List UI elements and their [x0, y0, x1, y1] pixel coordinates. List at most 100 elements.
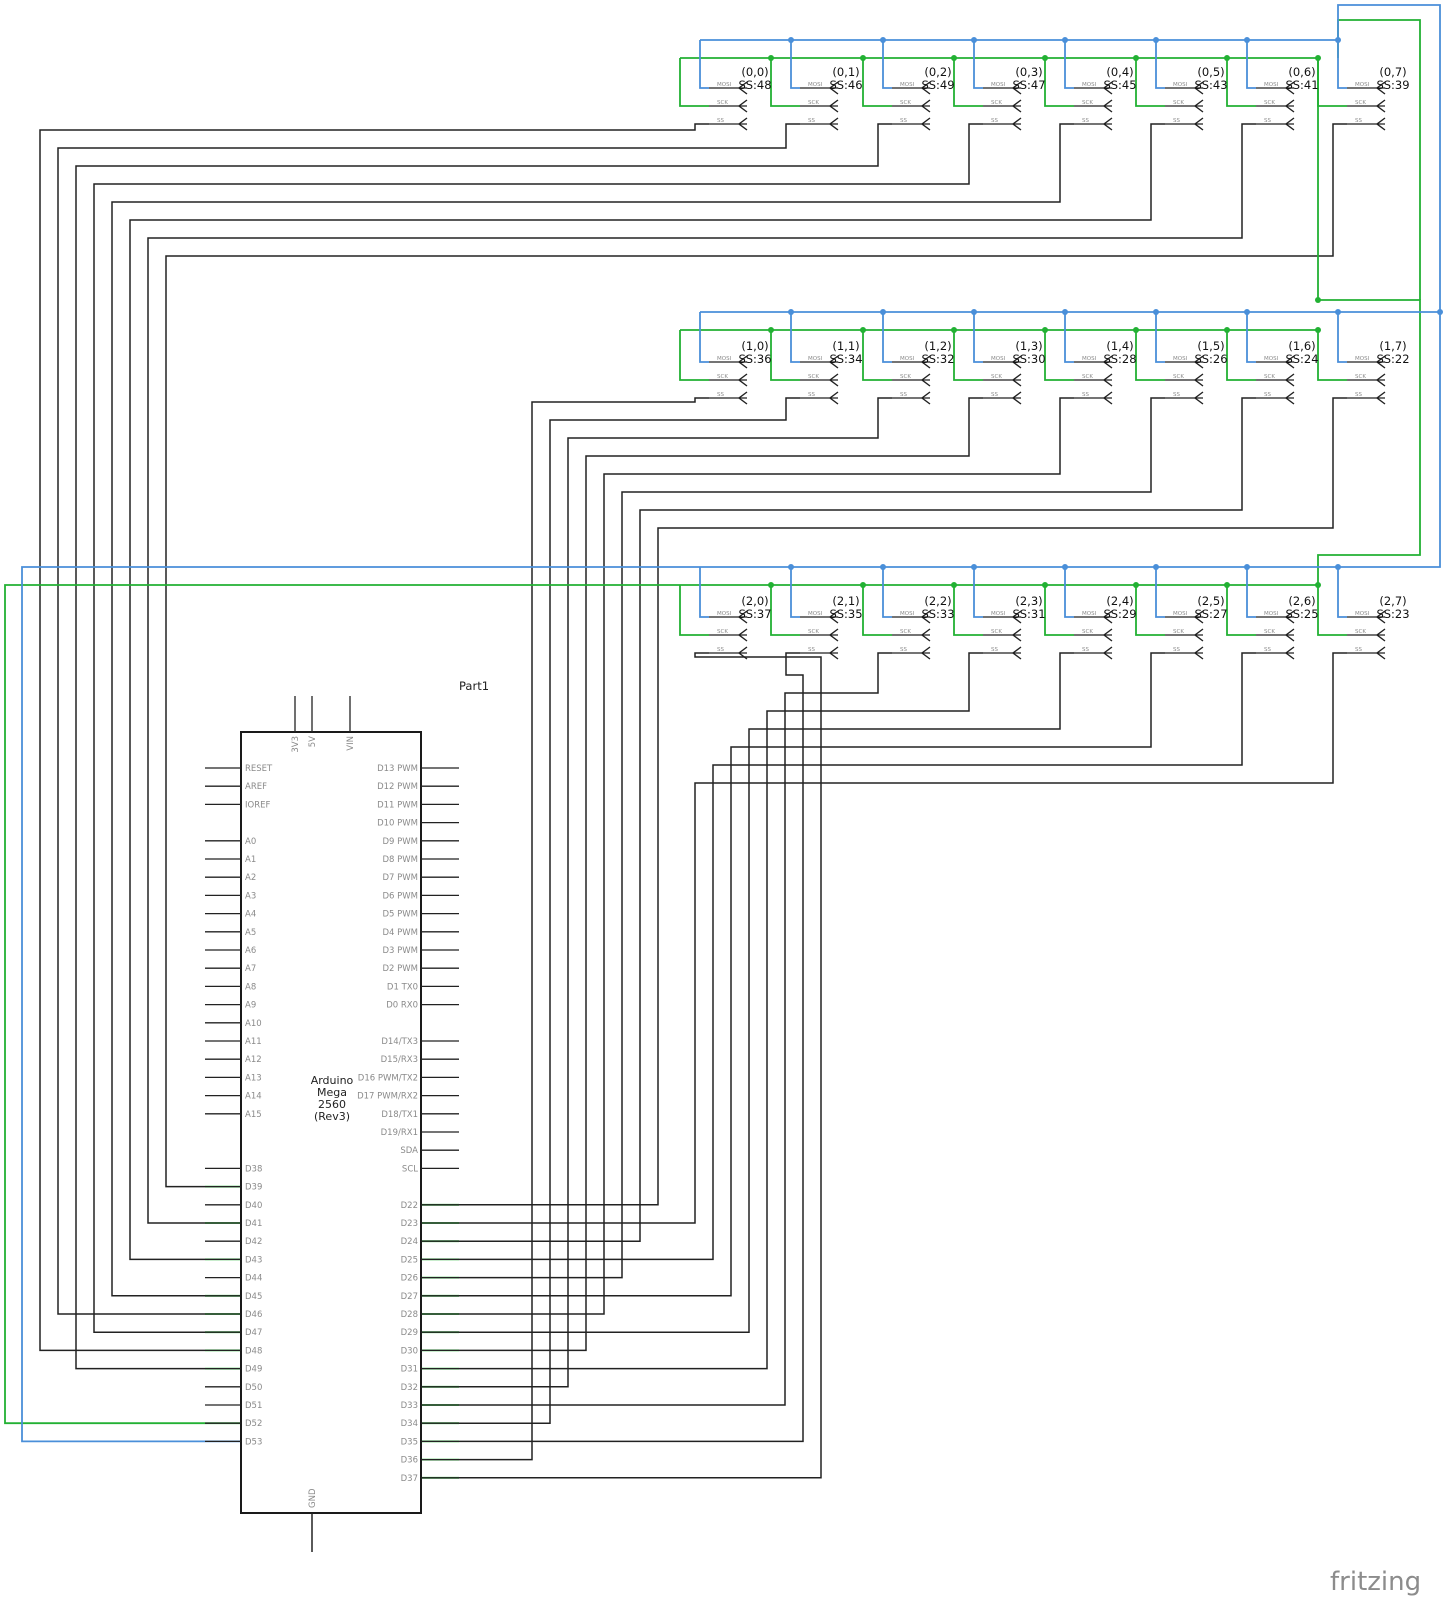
pin-d1-tx0[interactable]: D1 TX0 — [387, 982, 459, 992]
pin-d40[interactable]: D40 — [205, 1201, 262, 1211]
pin-a0[interactable]: A0 — [205, 837, 256, 847]
arduino-mega-board[interactable]: 3V3 5V VIN RESET AREF IOREF A0A1A2A3A4A5A6A7A… — [205, 696, 459, 1552]
pin-d14-tx3[interactable]: D14/TX3 — [381, 1037, 459, 1047]
pin-a9[interactable]: A9 — [205, 1001, 256, 1011]
pin-d51[interactable]: D51 — [205, 1401, 262, 1411]
pin-d12-pwm[interactable]: D12 PWM — [377, 782, 459, 792]
pin-d47[interactable]: D47 — [205, 1328, 262, 1338]
pin-d23[interactable]: D23 — [401, 1219, 459, 1229]
pin-a10[interactable]: A10 — [205, 1019, 262, 1029]
pin-d52[interactable]: D52 — [205, 1419, 262, 1429]
pin-d9-pwm[interactable]: D9 PWM — [382, 837, 459, 847]
pin-d18-tx1[interactable]: D18/TX1 — [381, 1110, 459, 1120]
pin-d7-pwm[interactable]: D7 PWM — [382, 873, 459, 883]
pin-d27[interactable]: D27 — [401, 1292, 459, 1302]
pin-d31[interactable]: D31 — [401, 1365, 459, 1375]
pin-d32[interactable]: D32 — [401, 1383, 459, 1393]
pin-ioref[interactable]: IOREF — [205, 800, 270, 810]
pin-d22[interactable]: D22 — [401, 1201, 459, 1211]
pin-d0-rx0[interactable]: D0 RX0 — [386, 1001, 459, 1011]
pin-reset[interactable]: RESET — [205, 764, 273, 774]
pin-d11-pwm[interactable]: D11 PWM — [377, 800, 459, 810]
pin-scl[interactable]: SCL — [402, 1164, 459, 1174]
pin-d24[interactable]: D24 — [401, 1237, 459, 1247]
pin-d3-pwm[interactable]: D3 PWM — [382, 946, 459, 956]
pin-d10-pwm[interactable]: D10 PWM — [377, 819, 459, 829]
board-body[interactable] — [240, 731, 422, 1514]
pin-d30[interactable]: D30 — [401, 1346, 459, 1356]
pin-d34[interactable]: D34 — [401, 1419, 459, 1429]
pin-d19-rx1[interactable]: D19/RX1 — [381, 1128, 459, 1138]
pin-a13[interactable]: A13 — [205, 1073, 262, 1083]
pin-3v3[interactable]: 3V3 — [291, 696, 301, 753]
pin-d46[interactable]: D46 — [205, 1310, 262, 1320]
pin-d2-pwm[interactable]: D2 PWM — [382, 964, 459, 974]
pin-d33[interactable]: D33 — [401, 1401, 459, 1411]
pin-vin[interactable]: VIN — [346, 696, 356, 751]
pin-a6[interactable]: A6 — [205, 946, 256, 956]
pin-d25[interactable]: D25 — [401, 1255, 459, 1265]
pin-d36[interactable]: D36 — [401, 1456, 459, 1466]
pin-d38[interactable]: D38 — [205, 1164, 262, 1174]
pin-d45[interactable]: D45 — [205, 1292, 262, 1302]
pin-a12[interactable]: A12 — [205, 1055, 262, 1065]
pin-d50[interactable]: D50 — [205, 1383, 262, 1393]
pin-d42[interactable]: D42 — [205, 1237, 262, 1247]
pin-sda[interactable]: SDA — [400, 1146, 459, 1156]
pin-d39[interactable]: D39 — [205, 1183, 262, 1193]
pin-d35[interactable]: D35 — [401, 1437, 459, 1447]
pin-d43[interactable]: D43 — [205, 1255, 262, 1265]
pin-d15-rx3[interactable]: D15/RX3 — [381, 1055, 459, 1065]
pin-a4[interactable]: A4 — [205, 910, 256, 920]
pin-a11[interactable]: A11 — [205, 1037, 262, 1047]
pin-d28[interactable]: D28 — [401, 1310, 459, 1320]
pin-d5-pwm[interactable]: D5 PWM — [382, 910, 459, 920]
pin-d41[interactable]: D41 — [205, 1219, 262, 1229]
pin-d13-pwm[interactable]: D13 PWM — [377, 764, 459, 774]
pin-a14[interactable]: A14 — [205, 1092, 262, 1102]
pin-a7[interactable]: A7 — [205, 964, 256, 974]
pin-d4-pwm[interactable]: D4 PWM — [382, 928, 459, 938]
pin-d53[interactable]: D53 — [205, 1437, 262, 1447]
pin-a8[interactable]: A8 — [205, 982, 256, 992]
pin-a5[interactable]: A5 — [205, 928, 256, 938]
pin-d37[interactable]: D37 — [401, 1474, 459, 1484]
pin-a2[interactable]: A2 — [205, 873, 256, 883]
pin-a15[interactable]: A15 — [205, 1110, 262, 1120]
pin-aref[interactable]: AREF — [205, 782, 267, 792]
pin-d16-pwm-tx2[interactable]: D16 PWM/TX2 — [358, 1073, 459, 1083]
pin-d26[interactable]: D26 — [401, 1274, 459, 1284]
pin-a3[interactable]: A3 — [205, 891, 256, 901]
pin-d8-pwm[interactable]: D8 PWM — [382, 855, 459, 865]
pin-5v[interactable]: 5V — [308, 696, 318, 747]
pin-d44[interactable]: D44 — [205, 1274, 262, 1284]
pin-a1[interactable]: A1 — [205, 855, 256, 865]
pin-d49[interactable]: D49 — [205, 1365, 262, 1375]
pin-d17-pwm-rx2[interactable]: D17 PWM/RX2 — [357, 1092, 459, 1102]
pin-d29[interactable]: D29 — [401, 1328, 459, 1338]
pin-d48[interactable]: D48 — [205, 1346, 262, 1356]
